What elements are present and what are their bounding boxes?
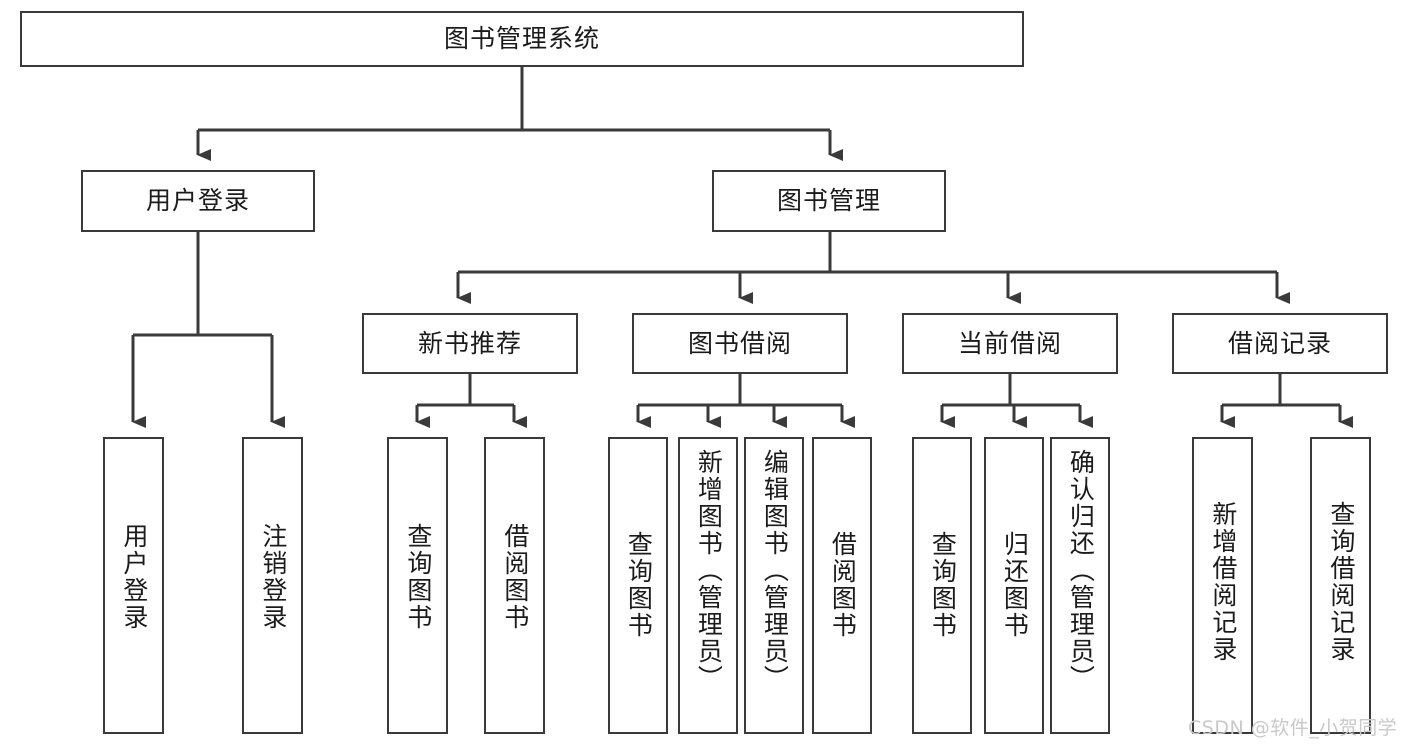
leaf-query-book-2[interactable]: 查询图书	[608, 437, 668, 734]
leaf-query-borrow-record-label: 查询借阅记录	[1326, 501, 1356, 663]
leaf-borrow-book-1-label: 借阅图书	[500, 523, 530, 631]
node-current-borrow-label: 当前借阅	[957, 328, 1062, 358]
leaf-add-borrow-record[interactable]: 新增借阅记录	[1192, 437, 1253, 734]
leaf-add-book[interactable]: 新增图书（管理员）	[678, 437, 738, 734]
node-book-borrow[interactable]: 图书借阅	[632, 313, 848, 374]
leaf-return-book[interactable]: 归还图书	[984, 437, 1044, 734]
leaf-user-login-label: 用户登录	[119, 523, 149, 631]
node-current-borrow[interactable]: 当前借阅	[902, 313, 1118, 374]
node-book-management-label: 图书管理	[776, 186, 881, 216]
leaf-query-book-3-label: 查询图书	[928, 531, 958, 639]
watermark-text: CSDN @软件_小贺同学	[1188, 717, 1398, 739]
leaf-confirm-return[interactable]: 确认归还（管理员）	[1050, 437, 1110, 734]
node-root-label: 图书管理系统	[443, 24, 600, 54]
leaf-query-book-1[interactable]: 查询图书	[387, 437, 448, 734]
node-new-book-recommend-label: 新书推荐	[417, 328, 522, 358]
leaf-return-book-label: 归还图书	[1000, 531, 1030, 639]
leaf-borrow-book-2[interactable]: 借阅图书	[812, 437, 872, 734]
leaf-confirm-return-label: 确认归还（管理员）	[1066, 449, 1096, 692]
node-book-management[interactable]: 图书管理	[712, 170, 946, 232]
leaf-edit-book-label: 编辑图书（管理员）	[760, 449, 790, 692]
node-user-login-label: 用户登录	[145, 186, 250, 216]
node-borrow-record[interactable]: 借阅记录	[1172, 313, 1388, 374]
leaf-query-book-1-label: 查询图书	[403, 523, 433, 631]
leaf-user-logout[interactable]: 注销登录	[242, 437, 303, 734]
leaf-query-book-2-label: 查询图书	[624, 531, 654, 639]
node-new-book-recommend[interactable]: 新书推荐	[362, 313, 578, 374]
leaf-add-book-label: 新增图书（管理员）	[694, 449, 724, 692]
leaf-add-borrow-record-label: 新增借阅记录	[1208, 501, 1238, 663]
leaf-borrow-book-2-label: 借阅图书	[828, 531, 858, 639]
node-root[interactable]: 图书管理系统	[20, 11, 1024, 67]
leaf-edit-book[interactable]: 编辑图书（管理员）	[744, 437, 804, 734]
node-borrow-record-label: 借阅记录	[1227, 328, 1332, 358]
node-user-login[interactable]: 用户登录	[81, 170, 315, 232]
leaf-user-login[interactable]: 用户登录	[103, 437, 164, 734]
leaf-query-borrow-record[interactable]: 查询借阅记录	[1310, 437, 1371, 734]
leaf-borrow-book-1[interactable]: 借阅图书	[484, 437, 545, 734]
leaf-query-book-3[interactable]: 查询图书	[912, 437, 972, 734]
node-book-borrow-label: 图书借阅	[687, 328, 792, 358]
leaf-user-logout-label: 注销登录	[258, 523, 288, 631]
